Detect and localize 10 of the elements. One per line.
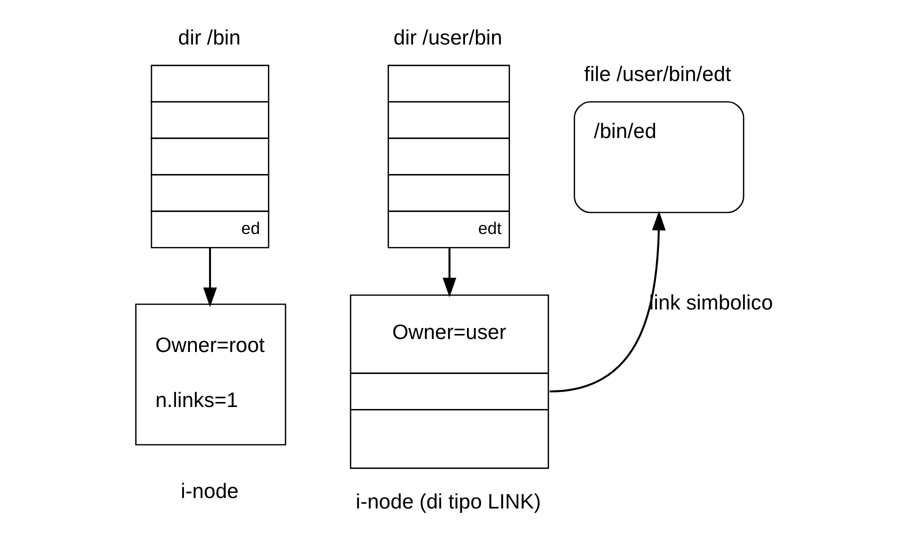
node-label: i-node (di tipo LINK)	[355, 490, 540, 514]
arrow	[442, 248, 456, 298]
node-box: /bin/ed	[573, 101, 744, 214]
node-label: dir /user/bin	[393, 26, 502, 50]
node-label: i-node	[180, 480, 238, 503]
node-box: Owner=root n.links=1	[134, 304, 286, 446]
node-label: dir /bin	[178, 26, 240, 50]
arrow	[549, 210, 666, 392]
node-label: file /user/bin/edt	[584, 62, 731, 86]
arrow	[202, 248, 216, 308]
